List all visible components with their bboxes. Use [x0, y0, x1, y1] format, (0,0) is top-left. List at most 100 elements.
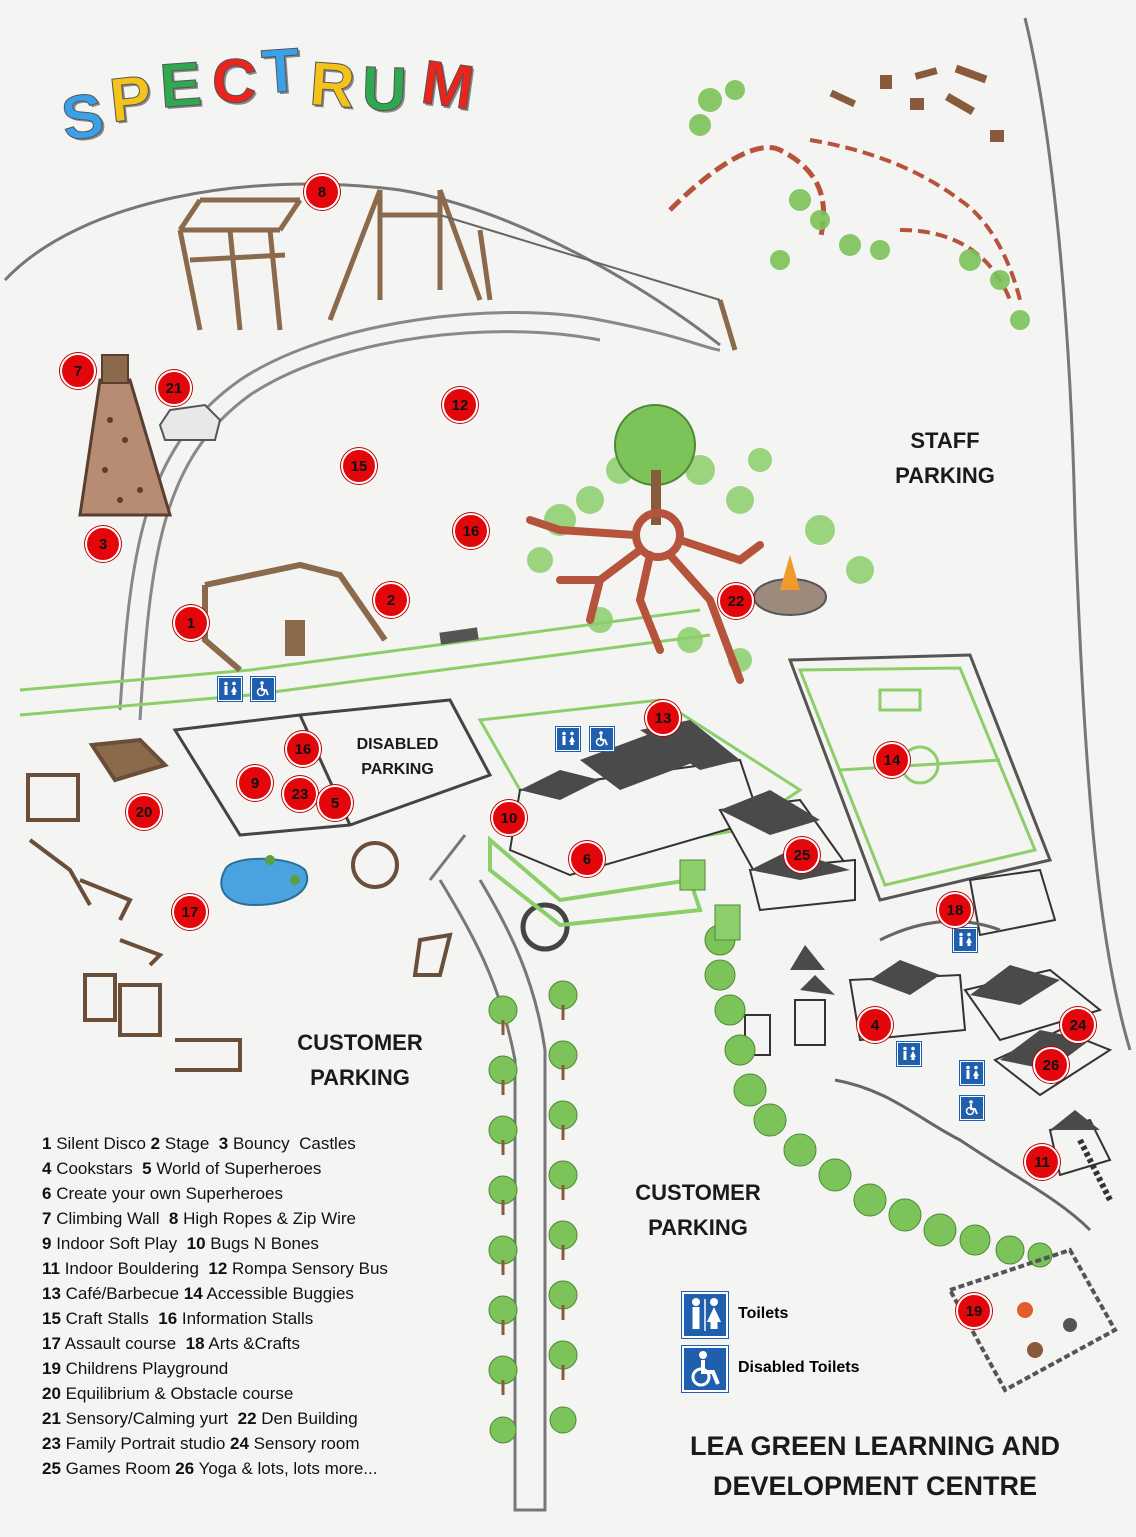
legend-text: Stage [160, 1134, 219, 1153]
map-marker: 4 [857, 1007, 893, 1043]
logo-letter: E [157, 49, 204, 122]
legend-number: 11 [42, 1259, 60, 1278]
map-marker: 2 [373, 582, 409, 618]
legend-number: 21 [42, 1409, 61, 1428]
legend-number: 12 [208, 1259, 228, 1278]
legend-row: 1 Silent Disco 2 Stage 3 Bouncy Castles [42, 1131, 388, 1156]
legend-text: Sensory room [248, 1434, 360, 1453]
legend-text: Craft Stalls [60, 1309, 159, 1328]
legend-text: Childrens Playground [60, 1359, 229, 1378]
legend-number: 15 [42, 1309, 61, 1328]
map-marker: 11 [1024, 1144, 1060, 1180]
toilets-icon [218, 677, 242, 701]
legend-number: 25 [42, 1459, 61, 1478]
legend-number: 2 [150, 1134, 161, 1153]
map-marker: 15 [341, 448, 377, 484]
legend-row: 17 Assault course 18 Arts &Crafts [42, 1331, 388, 1356]
legend-text: Create your own Superheroes [51, 1184, 283, 1203]
legend-number: 20 [42, 1384, 61, 1403]
legend-text: Rompa Sensory Bus [227, 1259, 388, 1278]
map-marker: 10 [491, 800, 527, 836]
logo-letter: R [307, 49, 358, 122]
legend-text: Café/Barbecue [60, 1284, 184, 1303]
map-marker: 18 [937, 892, 973, 928]
legend-number: 13 [42, 1284, 61, 1303]
legend-row: 9 Indoor Soft Play 10 Bugs N Bones [42, 1231, 388, 1256]
map-marker: 14 [874, 742, 910, 778]
map-marker: 12 [442, 387, 478, 423]
toilets-icon [682, 1292, 728, 1338]
map-marker: 20 [126, 794, 162, 830]
legend-row: 23 Family Portrait studio 24 Sensory roo… [42, 1431, 388, 1456]
legend-text: Indoor Soft Play [51, 1234, 187, 1253]
legend-number: 24 [230, 1434, 249, 1453]
map-marker: 24 [1060, 1007, 1096, 1043]
legend-row: 20 Equilibrium & Obstacle course [42, 1381, 388, 1406]
wheelchair-icon [682, 1346, 728, 1392]
legend-text: Equilibrium & Obstacle course [60, 1384, 294, 1403]
legend-text: Indoor Bouldering [59, 1259, 209, 1278]
legend-text: Games Room [60, 1459, 176, 1478]
legend-number: 19 [42, 1359, 61, 1378]
legend-number: 23 [42, 1434, 61, 1453]
legend-number: 16 [158, 1309, 178, 1328]
map-marker: 22 [718, 583, 754, 619]
legend-number: 26 [175, 1459, 195, 1478]
legend-row: 6 Create your own Superheroes [42, 1181, 388, 1206]
legend-row: 7 Climbing Wall 8 High Ropes & Zip Wire [42, 1206, 388, 1231]
map-marker: 25 [784, 837, 820, 873]
key-toilets-text: Toilets [738, 1305, 789, 1322]
key-disabled-toilets-text: Disabled Toilets [738, 1359, 860, 1376]
logo-letter: T [259, 35, 303, 108]
logo-letter: S [57, 80, 109, 155]
legend-text: Climbing Wall [51, 1209, 169, 1228]
legend-number: 14 [183, 1284, 203, 1303]
logo-letter: P [106, 63, 155, 137]
legend-row: 13 Café/Barbecue 14 Accessible Buggies [42, 1281, 388, 1306]
legend-row: 4 Cookstars 5 World of Superheroes [42, 1156, 388, 1181]
legend-text: World of Superheroes [151, 1159, 322, 1178]
legend-number: 8 [168, 1209, 179, 1228]
toilets-icon [960, 1061, 984, 1085]
legend-text: Family Portrait studio [60, 1434, 231, 1453]
legend-number: 1 [42, 1134, 52, 1153]
wheelchair-icon [251, 677, 275, 701]
legend-row: 25 Games Room 26 Yoga & lots, lots more.… [42, 1456, 388, 1481]
legend-text: Arts &Crafts [204, 1334, 300, 1353]
map-marker: 19 [956, 1293, 992, 1329]
legend-number: 17 [42, 1334, 61, 1353]
legend-row: 19 Childrens Playground [42, 1356, 388, 1381]
logo-letter: C [210, 46, 258, 118]
legend-number: 4 [42, 1159, 52, 1178]
legend-text: Accessible Buggies [202, 1284, 354, 1303]
legend-text: High Ropes & Zip Wire [178, 1209, 357, 1228]
legend-row: 11 Indoor Bouldering 12 Rompa Sensory Bu… [42, 1256, 388, 1281]
map-marker: 1 [173, 605, 209, 641]
legend-text: Cookstars [51, 1159, 143, 1178]
legend-number: 5 [142, 1159, 152, 1178]
legend-text: Den Building [256, 1409, 358, 1428]
legend-number: 10 [186, 1234, 206, 1253]
toilets-icon [953, 928, 977, 952]
map-marker: 16 [453, 513, 489, 549]
toilets-icon [897, 1042, 921, 1066]
legend-row: 15 Craft Stalls 16 Information Stalls [42, 1306, 388, 1331]
wheelchair-icon [960, 1096, 984, 1120]
legend-text: Bouncy Castles [228, 1134, 356, 1153]
legend-text: Bugs N Bones [205, 1234, 319, 1253]
logo-letter: U [360, 54, 408, 126]
toilets-icon [556, 727, 580, 751]
legend-text: Sensory/Calming yurt [60, 1409, 238, 1428]
map-marker: 26 [1033, 1047, 1069, 1083]
map-marker: 5 [317, 785, 353, 821]
legend-row: 21 Sensory/Calming yurt 22 Den Building [42, 1406, 388, 1431]
map-marker: 6 [569, 841, 605, 877]
legend-number: 6 [42, 1184, 52, 1203]
